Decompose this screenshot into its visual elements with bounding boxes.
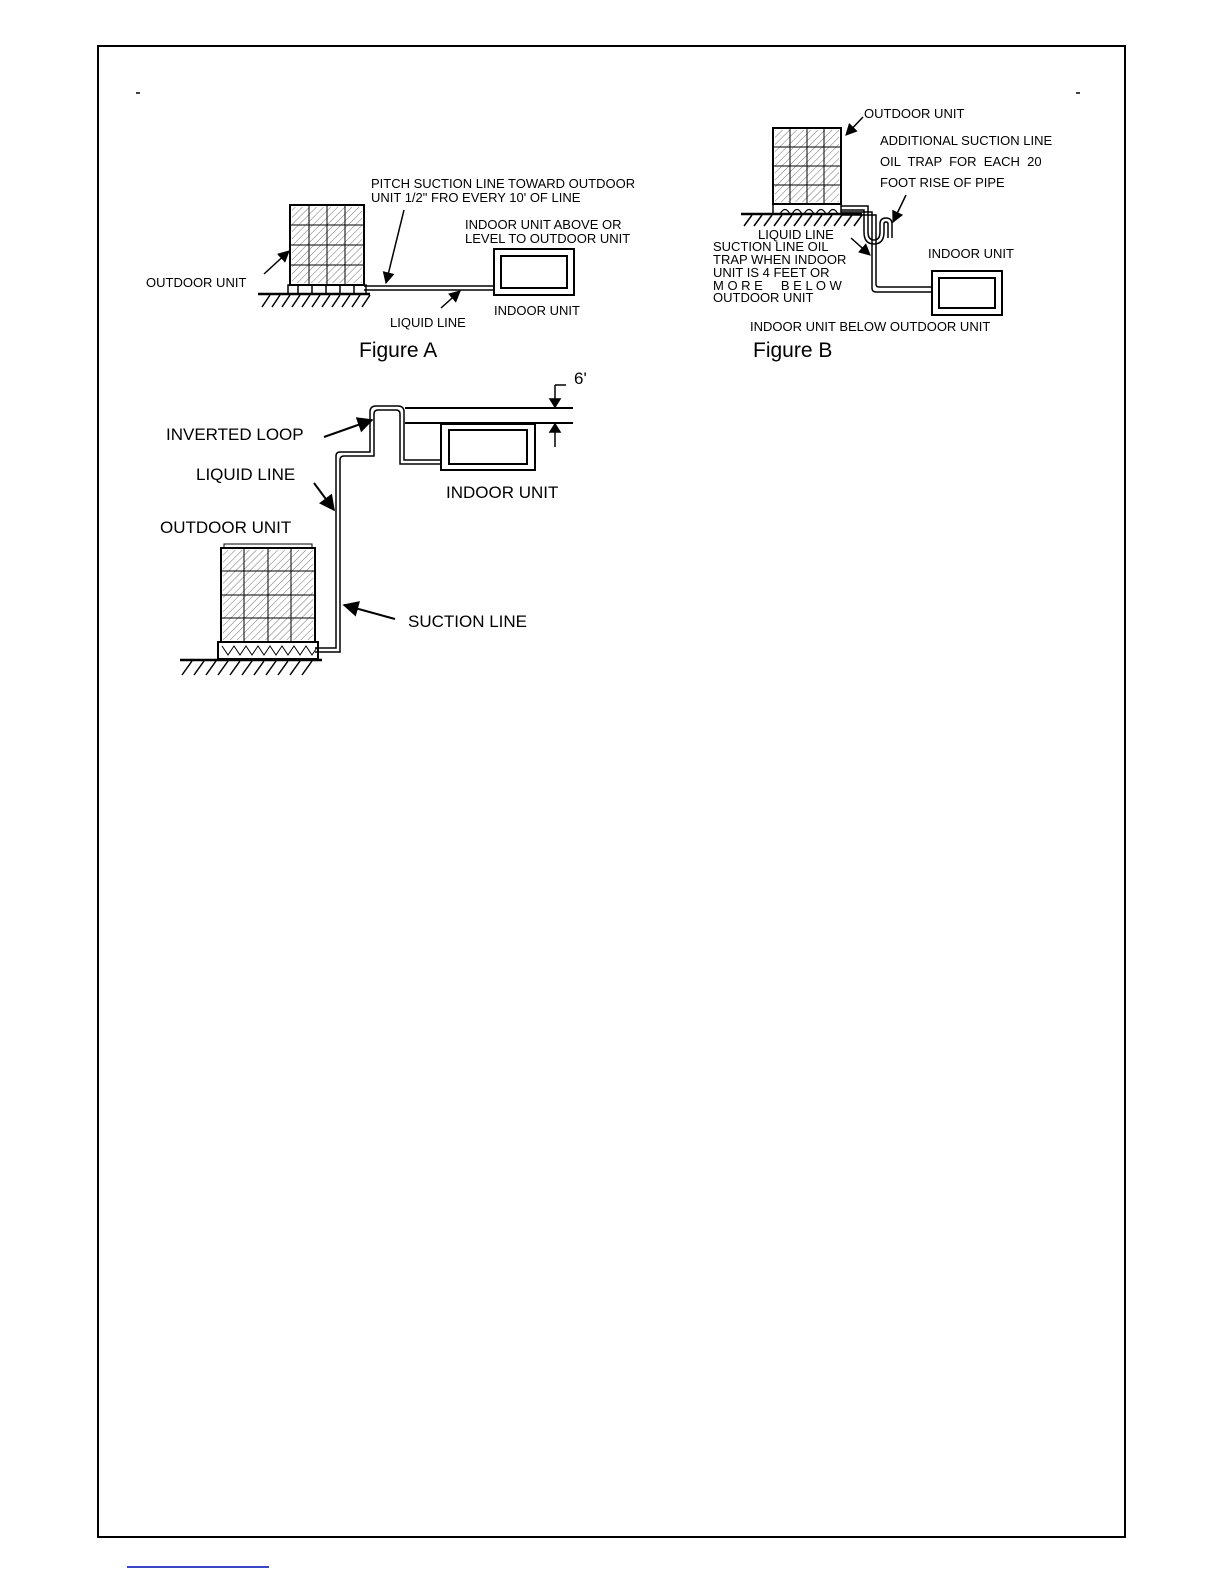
figure-b-piping bbox=[841, 205, 934, 293]
figure-b-additional-trap-1: ADDITIONAL SUCTION LINE bbox=[880, 133, 1052, 148]
figure-b-ground bbox=[741, 212, 863, 227]
figure-a-outdoor-label: OUTDOOR UNIT bbox=[146, 275, 246, 290]
figure-a-ground bbox=[258, 292, 371, 308]
figure-b-liquid-label: LIQUID LINE bbox=[758, 227, 834, 242]
figure-c-ceiling bbox=[405, 407, 573, 424]
page-frame bbox=[97, 45, 1126, 1538]
figure-a-outdoor-unit bbox=[287, 204, 367, 295]
figure-c-clearance-dimension bbox=[548, 384, 566, 447]
figure-b-below-note: INDOOR UNIT BELOW OUTDOOR UNIT bbox=[750, 319, 990, 334]
figure-b-outdoor-unit bbox=[772, 127, 842, 215]
figure-a-indoor-above-2: LEVEL TO OUTDOOR UNIT bbox=[465, 231, 630, 246]
figure-a: OUTDOOR UNIT PITCH SUCTION LINE TOWARD O… bbox=[146, 176, 635, 362]
figure-b-trap-note-5: OUTDOOR UNIT bbox=[713, 290, 813, 305]
figure-b: OUTDOOR UNIT ADDITIONAL SUCTION LINE OIL… bbox=[713, 106, 1052, 362]
figure-b-caption: Figure B bbox=[753, 339, 832, 362]
figure-a-outdoor-arrow bbox=[263, 250, 290, 275]
figure-b-trap-note-1: SUCTION LINE OIL bbox=[713, 239, 829, 254]
figure-b-trap-note-3: UNIT IS 4 FEET OR bbox=[713, 265, 830, 280]
figure-c-suction-label: SUCTION LINE bbox=[408, 612, 527, 631]
figure-b-additional-trap-arrow bbox=[892, 194, 907, 224]
figure-c-indoor-label: INDOOR UNIT bbox=[446, 483, 558, 502]
figure-c-liquid-arrow bbox=[313, 482, 335, 512]
figure-a-liquid-arrow bbox=[440, 290, 461, 309]
figure-c-clearance-label: 6' bbox=[574, 369, 587, 388]
figure-a-indoor-unit bbox=[493, 248, 575, 296]
figure-b-outdoor-label: OUTDOOR UNIT bbox=[864, 106, 964, 121]
figure-c-loop-arrow bbox=[323, 417, 374, 438]
figure-b-indoor-unit bbox=[931, 270, 1003, 316]
figure-b-trap-note-4: M O R E B E L O W bbox=[713, 278, 843, 293]
footer-link-underline[interactable] bbox=[127, 1566, 269, 1568]
figure-c-outdoor-unit bbox=[217, 543, 319, 660]
figure-c-suction-arrow bbox=[342, 601, 396, 620]
figure-a-liquid-label: LIQUID LINE bbox=[390, 315, 466, 330]
figure-a-pitch-note-2: UNIT 1/2" FRO EVERY 10' OF LINE bbox=[371, 190, 581, 205]
figure-c-indoor-unit bbox=[440, 423, 536, 471]
figure-b-additional-trap-2: OIL TRAP FOR EACH 20 bbox=[880, 154, 1042, 169]
figure-c-liquid-label: LIQUID LINE bbox=[196, 465, 295, 484]
figure-c-outdoor-label: OUTDOOR UNIT bbox=[160, 518, 291, 537]
figure-b-trap-arrow bbox=[850, 237, 871, 256]
figure-a-piping bbox=[364, 285, 494, 291]
figure-c: 6' INVERTED LOOP LIQUID LINE OUTDOOR UNI… bbox=[160, 369, 587, 676]
figure-b-trap-note-2: TRAP WHEN INDOOR bbox=[713, 252, 846, 267]
figure-c-loop-label: INVERTED LOOP bbox=[166, 425, 304, 444]
figure-c-ground bbox=[180, 658, 322, 676]
figure-b-indoor-label: INDOOR UNIT bbox=[928, 246, 1014, 261]
figure-c-piping bbox=[315, 405, 441, 653]
figure-b-additional-trap-3: FOOT RISE OF PIPE bbox=[880, 175, 1005, 190]
figure-a-pitch-note-1: PITCH SUCTION LINE TOWARD OUTDOOR bbox=[371, 176, 635, 191]
figure-b-outdoor-arrow bbox=[845, 116, 864, 136]
figure-a-indoor-above-1: INDOOR UNIT ABOVE OR bbox=[465, 217, 622, 232]
figure-a-indoor-label: INDOOR UNIT bbox=[494, 303, 580, 318]
figure-a-caption: Figure A bbox=[359, 339, 437, 362]
figure-a-pitch-arrow bbox=[382, 209, 405, 285]
